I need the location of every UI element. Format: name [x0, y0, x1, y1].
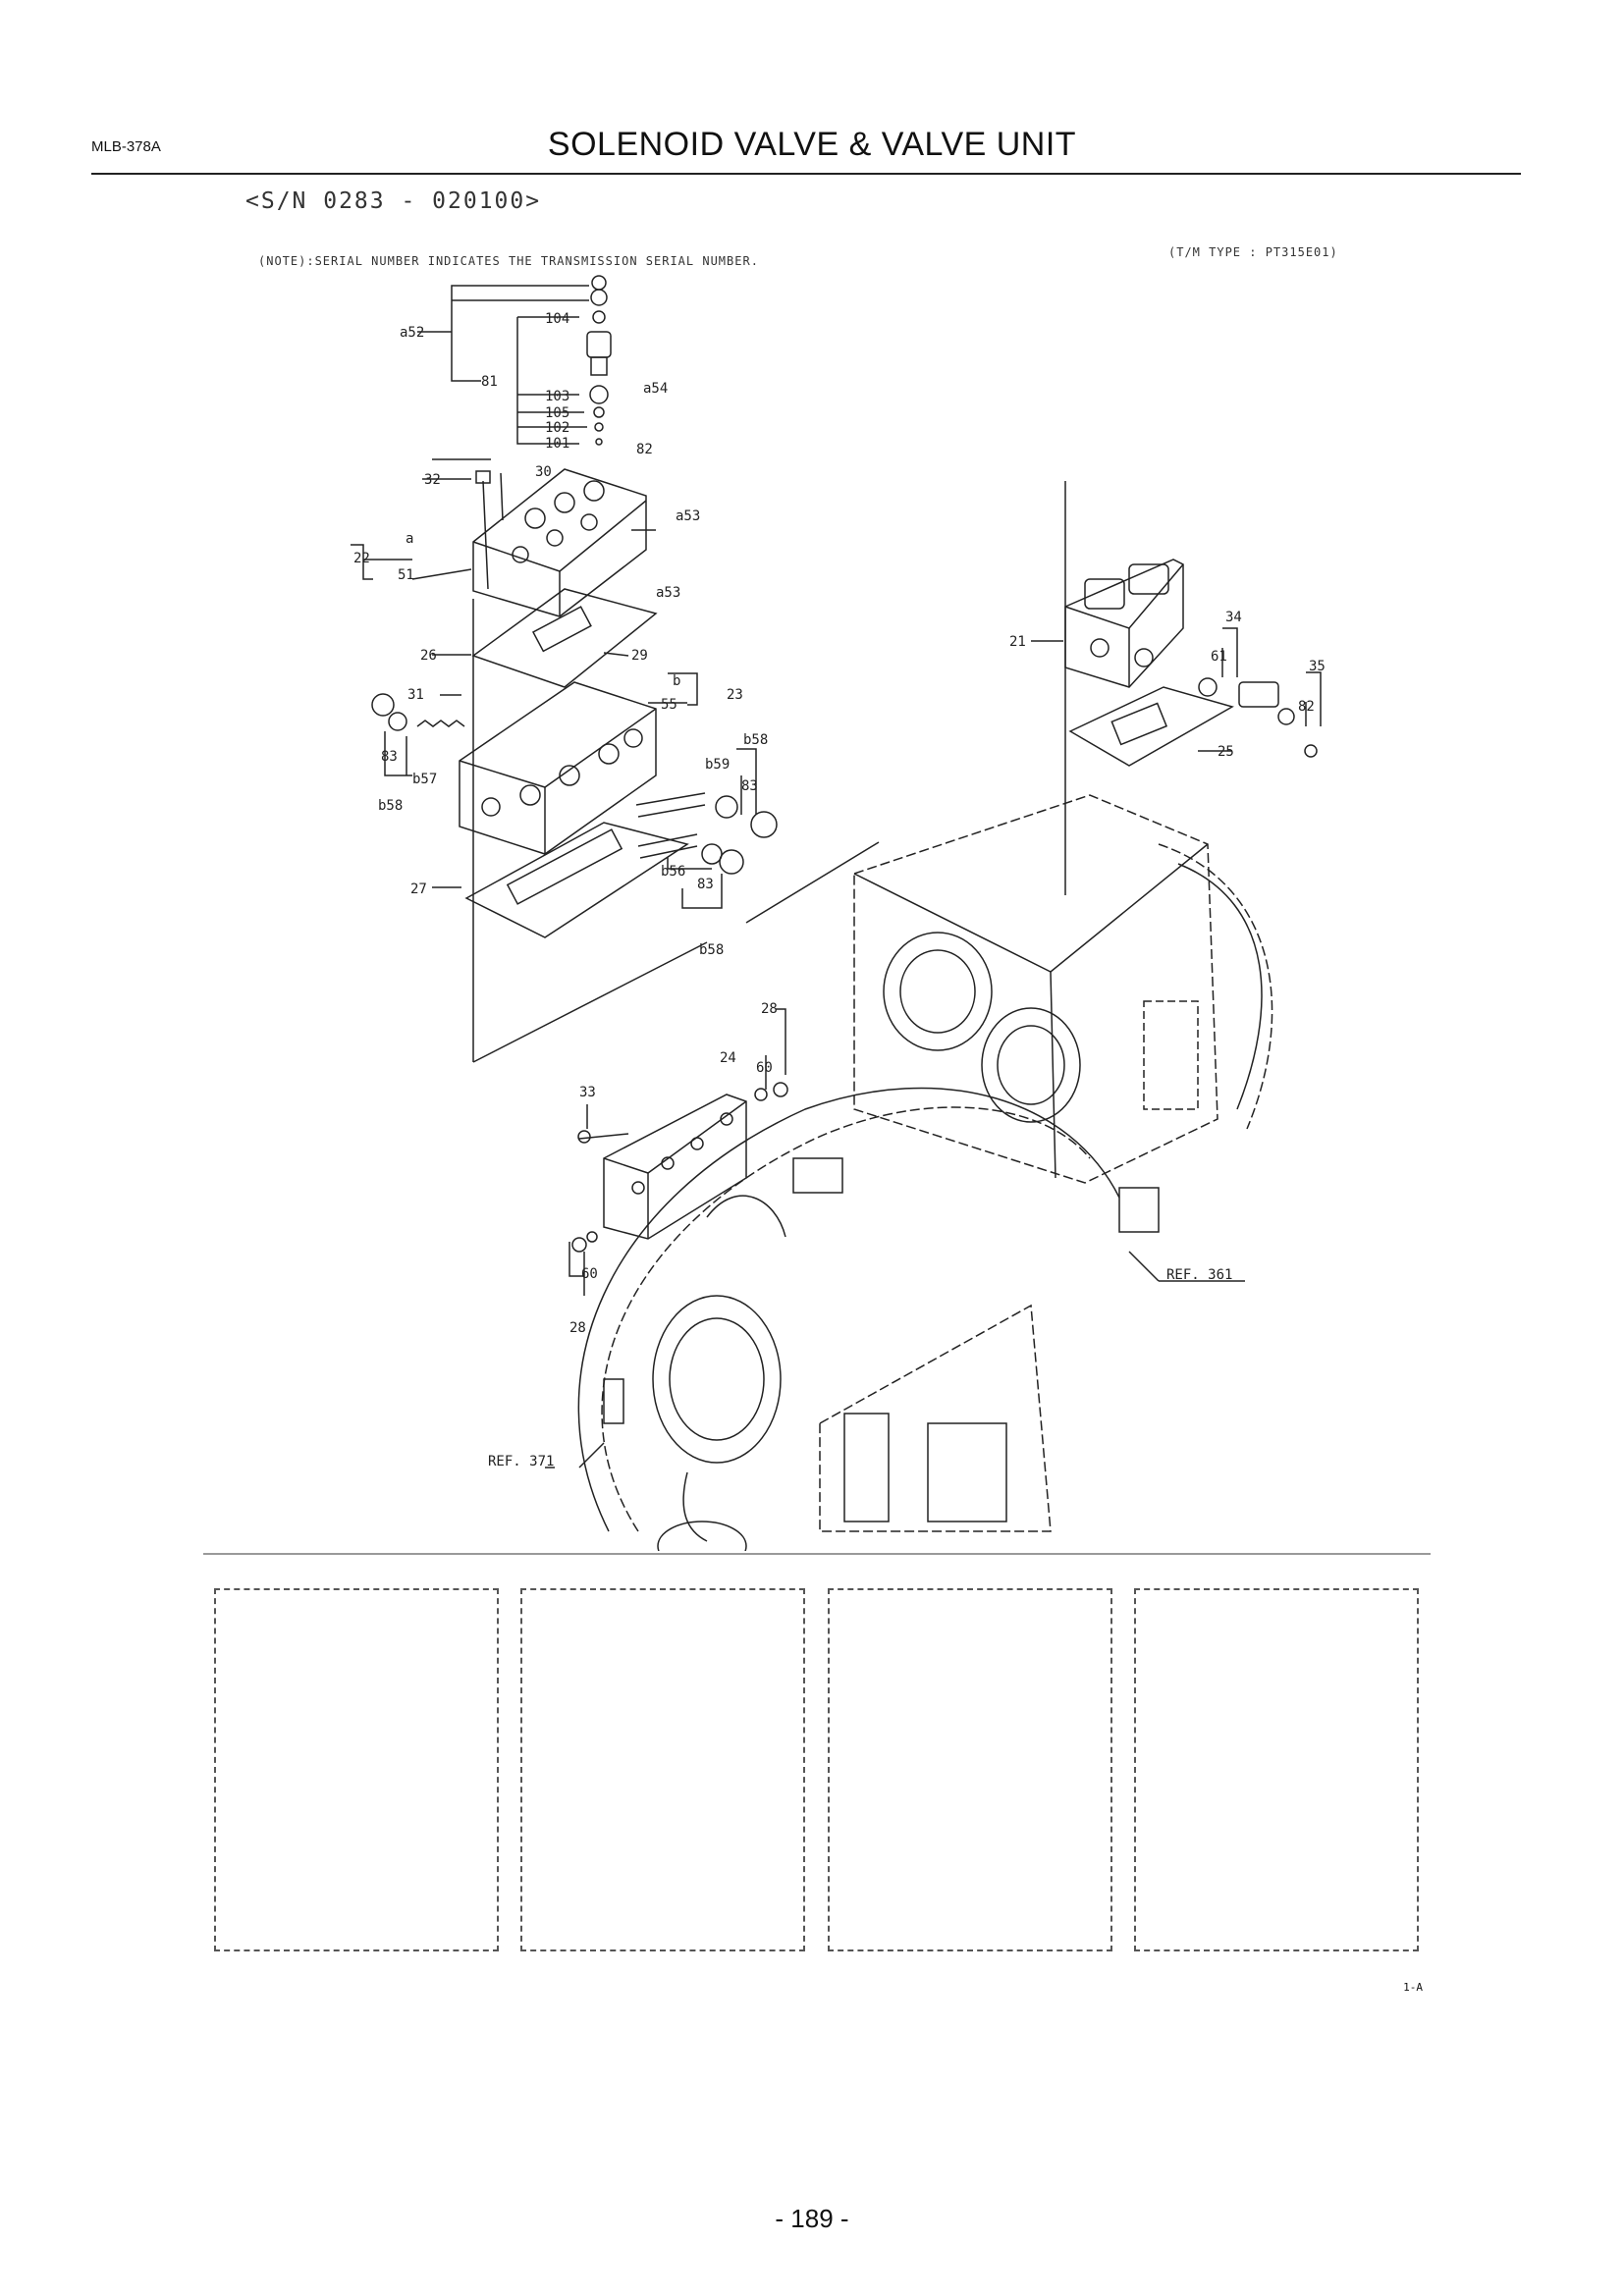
label-b57: b57: [412, 772, 437, 787]
boxes-rule: [203, 1553, 1431, 1555]
label-83-left: 83: [381, 749, 398, 765]
label-a52: a52: [400, 325, 424, 341]
label-82: 82: [636, 442, 653, 457]
label-a: a: [406, 531, 413, 547]
label-60-lower: 60: [581, 1266, 598, 1282]
tm-type: (T/M TYPE : PT315E01): [1168, 245, 1338, 259]
label-b: b: [673, 673, 680, 689]
label-28-lower: 28: [569, 1320, 586, 1336]
label-30: 30: [535, 464, 552, 480]
label-27: 27: [410, 881, 427, 897]
label-26: 26: [420, 648, 437, 664]
label-a53: a53: [676, 508, 700, 524]
label-105: 105: [545, 405, 569, 421]
exploded-parts-drawing: 104 a52 81 103 a54 105 102 101 82 32 30 …: [351, 275, 1326, 1551]
page-reference: 1-A: [1403, 1981, 1423, 1994]
label-33: 33: [579, 1085, 596, 1100]
label-23: 23: [727, 687, 743, 703]
label-60-upper: 60: [756, 1060, 773, 1076]
label-ref-361: REF. 361: [1166, 1267, 1232, 1283]
note-box-1: [214, 1588, 499, 1951]
label-103: 103: [545, 389, 569, 404]
serial-note: (NOTE):SERIAL NUMBER INDICATES THE TRANS…: [258, 254, 759, 268]
page-title: SOLENOID VALVE & VALVE UNIT: [547, 126, 1077, 163]
label-a54: a54: [643, 381, 668, 397]
label-22: 22: [353, 551, 370, 566]
label-104: 104: [545, 311, 569, 327]
label-25: 25: [1218, 744, 1234, 760]
label-b58-lower: b58: [699, 942, 724, 958]
label-35: 35: [1309, 659, 1326, 674]
label-29: 29: [631, 648, 648, 664]
label-28-upper: 28: [761, 1001, 778, 1017]
label-ref-371: REF. 371: [488, 1454, 554, 1469]
label-55: 55: [661, 697, 677, 713]
label-b56: b56: [661, 864, 685, 880]
label-21: 21: [1009, 634, 1026, 650]
label-31: 31: [407, 687, 424, 703]
header-rule: [91, 173, 1521, 175]
label-81: 81: [481, 374, 498, 390]
page-number: - 189 -: [775, 2204, 849, 2233]
label-83-right: 83: [741, 778, 758, 794]
label-101: 101: [545, 436, 569, 452]
label-51: 51: [398, 567, 414, 583]
note-box-4: [1134, 1588, 1419, 1951]
label-24: 24: [720, 1050, 736, 1066]
label-b59: b59: [705, 757, 730, 773]
note-box-3: [828, 1588, 1112, 1951]
document-code: MLB-378A: [91, 138, 161, 155]
label-32: 32: [424, 472, 441, 488]
label-34: 34: [1225, 610, 1242, 625]
label-b58-upper: b58: [743, 732, 768, 748]
label-102: 102: [545, 420, 569, 436]
label-82-right: 82: [1298, 699, 1315, 715]
label-b58-left: b58: [378, 798, 403, 814]
label-61: 61: [1211, 649, 1227, 665]
label-a53-lower: a53: [656, 585, 680, 601]
serial-range: <S/N 0283 - 020100>: [245, 188, 542, 214]
label-83-lower: 83: [697, 877, 714, 892]
note-box-2: [520, 1588, 805, 1951]
